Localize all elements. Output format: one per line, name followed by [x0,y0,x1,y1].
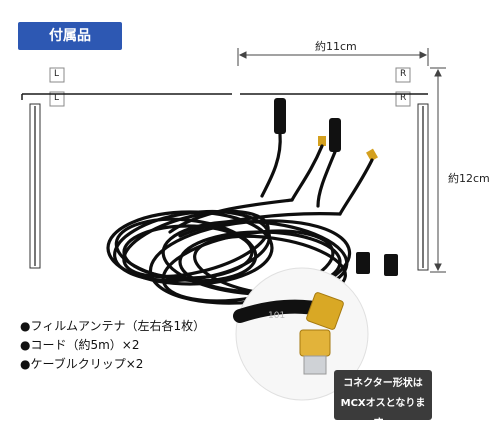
accessories-badge: 付属品 [18,22,122,50]
left-film-antenna [21,67,232,269]
list-item: ●フィルムアンテナ（左右各1枚） [20,319,206,333]
antenna-mark-left-bottom: L [54,93,60,103]
antenna-mark-left-top: L [54,69,60,79]
list-item: ●コード（約5m）×2 [20,338,140,352]
callout-line-1: コネクター形状は [343,378,423,389]
antenna-mark-right-top: R [400,69,407,79]
width-dimension-line [237,48,429,66]
svg-text:101: 101 [268,311,285,321]
height-label: 約12cm [448,172,490,185]
connector-callout-box [334,370,432,420]
height-dimension-line [430,67,446,273]
connector-callout: コネクター形状は MCXオスとなります。 [334,374,432,434]
right-film-antenna [240,67,429,271]
callout-line-2: MCXオスとなります。 [340,398,426,429]
accessory-list: ●フィルムアンテナ（左右各1枚） ●コード（約5m）×2 ●ケーブルクリップ×2 [20,317,205,374]
cable-connectors [274,98,378,162]
list-item: ●ケーブルクリップ×2 [20,357,144,371]
width-label: 約11cm [315,40,357,53]
antenna-mark-right-bottom: R [400,93,407,103]
cable-clips [356,252,398,276]
connector-closeup: 101 [233,267,369,401]
